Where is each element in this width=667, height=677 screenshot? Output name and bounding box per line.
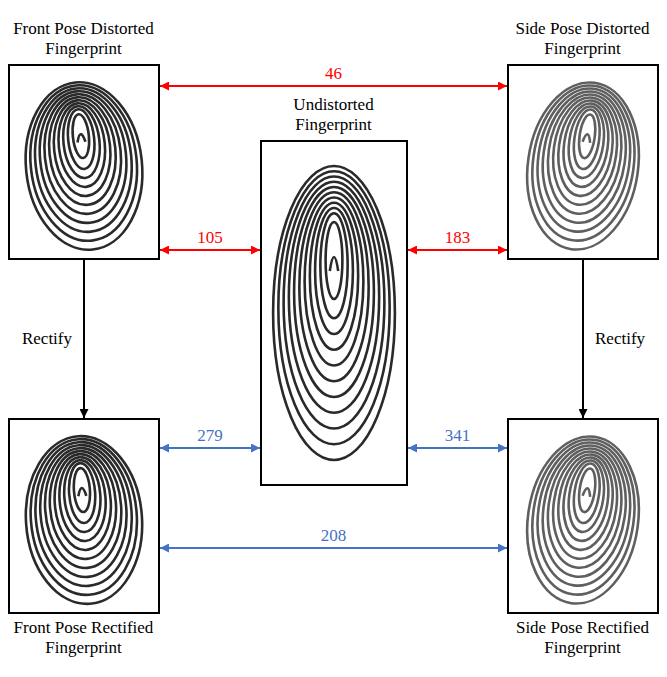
distance-arrow xyxy=(160,447,260,449)
distance-arrow xyxy=(160,547,507,549)
distance-arrow xyxy=(160,249,260,251)
box-caption: Side Pose Distorted Fingerprint xyxy=(510,19,656,60)
distance-arrow xyxy=(408,447,507,449)
box-caption: Front Pose Rectified Fingerprint xyxy=(11,618,156,659)
box-caption: Front Pose Distorted Fingerprint xyxy=(11,19,157,60)
distance-score: 208 xyxy=(319,526,349,546)
fingerprint-image xyxy=(20,432,147,608)
step-label: Rectify xyxy=(20,329,74,349)
distance-arrow xyxy=(408,249,507,251)
fingerprint-box: Undistorted Fingerprint xyxy=(260,140,408,486)
distance-score: 105 xyxy=(195,228,225,248)
fingerprint-box: Side Pose Distorted Fingerprint xyxy=(507,64,659,260)
step-label: Rectify xyxy=(593,329,647,349)
rectify-arrow xyxy=(83,260,85,418)
distance-score: 341 xyxy=(443,426,473,446)
fingerprint-box: Front Pose Distorted Fingerprint xyxy=(8,64,160,260)
rectify-arrow xyxy=(582,260,584,418)
fingerprint-image xyxy=(18,76,151,255)
fingerprint-box: Side Pose Rectified Fingerprint xyxy=(507,418,659,614)
box-caption: Undistorted Fingerprint xyxy=(293,95,375,136)
box-caption: Side Pose Rectified Fingerprint xyxy=(510,618,655,659)
distance-arrow xyxy=(160,85,507,87)
fingerprint-box: Front Pose Rectified Fingerprint xyxy=(8,418,160,614)
distance-score: 46 xyxy=(323,64,344,84)
distance-score: 183 xyxy=(443,228,473,248)
fingerprint-image xyxy=(273,166,395,460)
fingerprint-image xyxy=(517,429,650,611)
distance-score: 279 xyxy=(195,426,225,446)
fingerprint-image xyxy=(517,75,650,257)
